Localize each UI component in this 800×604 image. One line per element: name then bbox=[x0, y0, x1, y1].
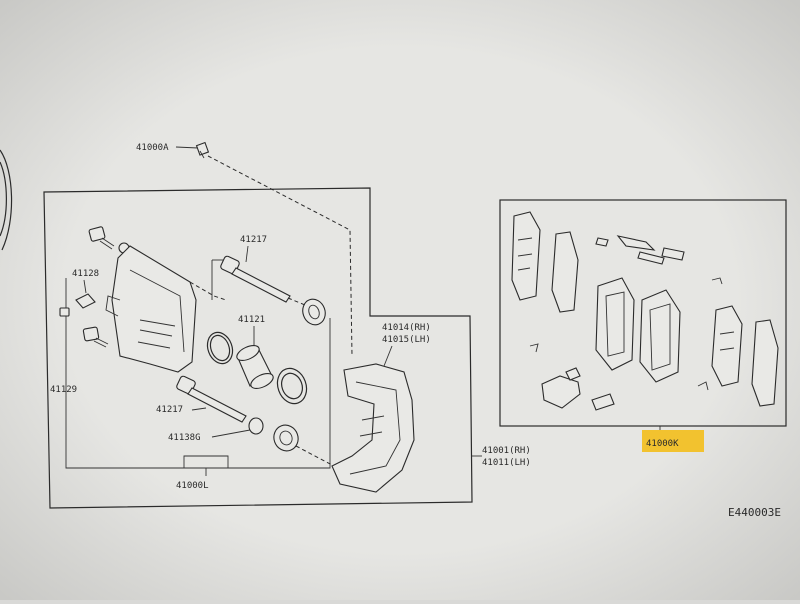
label-pad-kit: 41000K bbox=[646, 439, 679, 449]
pad-kit-frame bbox=[499, 199, 787, 427]
label-bleeder: 41128 bbox=[72, 269, 99, 279]
pad-kit-highlight bbox=[642, 430, 704, 452]
label-bracket-lh: 41015(LH) bbox=[382, 335, 431, 345]
pad-shim-inner-left bbox=[551, 231, 579, 313]
brake-pad-left bbox=[595, 277, 635, 371]
mount-bolts-lower bbox=[82, 326, 109, 348]
label-caliper: 41129 bbox=[50, 385, 77, 395]
bleeder-screw bbox=[59, 293, 96, 317]
brake-pad-right bbox=[639, 289, 681, 383]
caliper-group-frame bbox=[43, 187, 473, 509]
caliper-body bbox=[105, 245, 197, 373]
mount-bolts-upper bbox=[88, 226, 130, 254]
label-kit: 41000L bbox=[176, 481, 209, 491]
leader-bolt-top bbox=[175, 146, 199, 149]
piston-seal bbox=[206, 331, 234, 365]
guide-pin-lower bbox=[176, 375, 264, 435]
rotor-fragment bbox=[0, 149, 13, 251]
label-pin-lower: 41217 bbox=[156, 405, 183, 415]
guide-pin-upper bbox=[220, 255, 291, 303]
dashed-guide-caliper bbox=[189, 281, 227, 301]
label-bracket-rh: 41014(RH) bbox=[382, 323, 431, 333]
caliper-bracket bbox=[331, 363, 415, 493]
label-assy-rh: 41001(RH) bbox=[482, 446, 531, 456]
label-piston: 41121 bbox=[238, 315, 265, 325]
caliper-inner-frame bbox=[65, 278, 331, 469]
leader-pin-upper bbox=[245, 245, 249, 263]
pad-shim-inner-right bbox=[751, 319, 779, 407]
label-bolt-top: 41000A bbox=[136, 143, 169, 153]
pad-clips-bottom bbox=[541, 367, 615, 411]
pad-shim-outer-left bbox=[511, 211, 541, 301]
label-assy-lh: 41011(LH) bbox=[482, 458, 531, 468]
label-boot-kit: 41138G bbox=[168, 433, 201, 443]
leader-bleeder bbox=[83, 279, 87, 294]
boot-upper bbox=[302, 298, 326, 326]
label-pin-upper: 41217 bbox=[240, 235, 267, 245]
figure-code: E440003E bbox=[728, 506, 781, 519]
pad-clips-top bbox=[595, 235, 685, 265]
bolt-top bbox=[195, 141, 210, 159]
piston bbox=[236, 345, 274, 389]
dust-boot-ring bbox=[276, 367, 308, 405]
pad-shim-outer-right bbox=[711, 305, 743, 387]
boot-lower bbox=[273, 424, 299, 452]
wear-indicators bbox=[529, 277, 723, 391]
